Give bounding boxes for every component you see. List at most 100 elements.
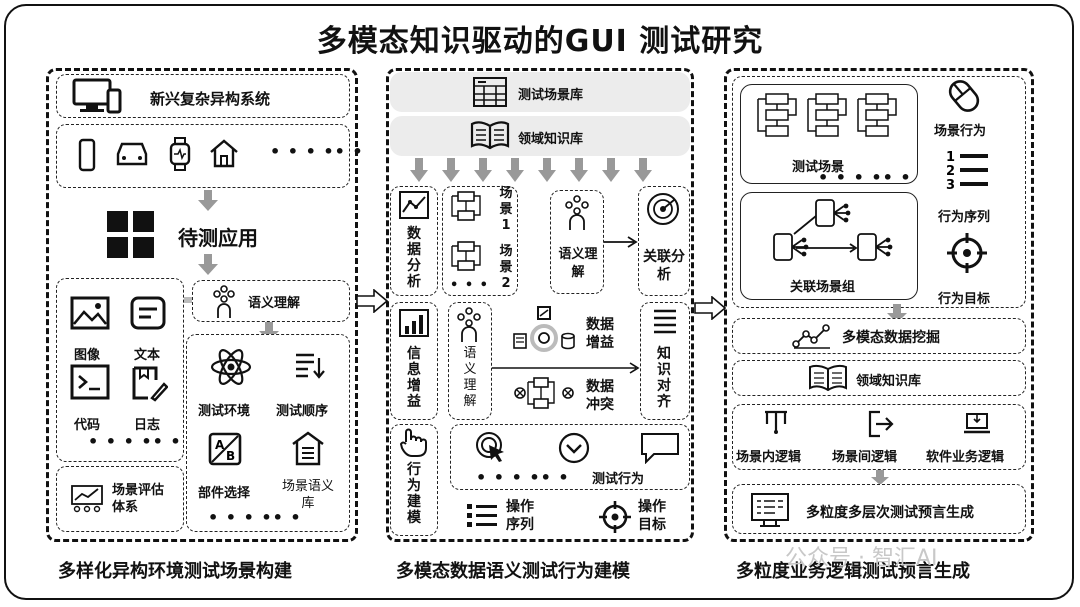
gray-arrows-row (410, 158, 652, 182)
test-env-label: 测试环境 (198, 404, 251, 419)
data-conflict-icon (514, 377, 574, 409)
scenes-box (442, 186, 518, 296)
watch-icon (169, 137, 191, 171)
test-behavior-label: 测试行为 (592, 472, 645, 487)
system-label: 新兴复杂异构系统 (150, 90, 271, 108)
mid-semantic-text: 语义理解 (558, 247, 598, 280)
devices-more-dots: • • • •• • (270, 142, 364, 161)
scenario-lib-label: 场景语义库 (280, 478, 336, 512)
arrow-down-icon (198, 190, 218, 211)
component-select-label: 部件选择 (198, 486, 251, 501)
scenario-flows-icon (757, 93, 897, 137)
op-target-label: 操作目标 (638, 498, 678, 534)
database-table-icon (473, 77, 507, 107)
home-icon (210, 139, 238, 168)
arrow-down-icon (871, 470, 889, 485)
arrow-down-icon (198, 254, 218, 275)
image-icon (70, 296, 110, 330)
monitor-list-icon (751, 493, 789, 527)
related-group-label: 关联场景组 (790, 280, 856, 295)
data-analysis-label: 数据分析 (407, 226, 421, 290)
brain-network-icon (565, 195, 589, 230)
semantic2-box (448, 302, 492, 420)
hierarchy-icon (765, 410, 787, 434)
right-panel (724, 68, 1034, 542)
scenario-eval-label: 场景评估体系 (112, 482, 172, 516)
code-icon (70, 364, 110, 400)
crosshair-icon (599, 501, 631, 533)
related-scenarios-icon (773, 199, 893, 261)
arrow-right-icon (492, 362, 640, 374)
atom-icon (210, 349, 252, 385)
flowchart-icon (451, 191, 481, 221)
click-target-icon (476, 432, 504, 462)
app-label: 待测应用 (178, 226, 258, 250)
middle-footer: 多模态数据语义测试行为建模 (396, 561, 630, 582)
library-house-icon (292, 431, 324, 466)
knowledge-lib-box (390, 116, 690, 156)
data-conflict-label: 数据冲突 (586, 378, 620, 414)
line-chart-icon (399, 191, 429, 219)
scenario-lib-box (390, 72, 690, 112)
relation-analysis-box (638, 186, 690, 296)
chat-bubble-icon (641, 433, 679, 464)
scenario-more-dots: • • • •• • (818, 168, 912, 187)
devices-box (56, 124, 350, 188)
open-book-icon (470, 121, 510, 150)
middle-panel (386, 68, 694, 542)
software-laptop-icon (964, 413, 990, 434)
behavior-model-label: 行为建模 (407, 462, 421, 526)
brain-network-icon (457, 307, 481, 342)
data-trend-icon (792, 324, 830, 349)
svg-text:3: 3 (946, 178, 955, 192)
svg-text:1: 1 (946, 150, 955, 165)
knowledge-align-label: 知识对齐 (657, 346, 671, 410)
car-icon (116, 142, 148, 166)
data-gain-label: 数据增益 (586, 316, 620, 352)
data-gain-icon (513, 306, 575, 352)
behavior-sequence-label: 行为序列 (938, 210, 991, 225)
multimodal-mining-label: 多模态数据挖掘 (842, 330, 940, 346)
lines-icon (654, 309, 676, 334)
log-icon (132, 366, 168, 402)
watermark: 公众号 · 智汇AI (785, 546, 938, 571)
scene1-label: 场景1 (499, 186, 513, 233)
bar-chart-icon (399, 309, 429, 337)
right-footer: 多粒度业务逻辑测试预言生成 (736, 561, 970, 582)
arrow-down-icon (259, 322, 279, 341)
right-knowledge-box (732, 360, 1026, 396)
mid-scenario-lib-label: 测试场景库 (518, 88, 584, 103)
chevron-down-circle-icon (558, 432, 590, 464)
behavior-more-dots: • • • •• • (476, 468, 570, 487)
numbered-list-icon: 123 (946, 150, 988, 192)
mid-semantic-box (550, 190, 604, 294)
logic-between-label: 场景间逻辑 (832, 450, 898, 465)
phone-icon (78, 138, 96, 172)
scenario-lib-text: 场景语义库 (281, 479, 334, 511)
right-knowledge-label: 领域知识库 (856, 374, 922, 389)
test-order-label: 测试顺序 (276, 404, 329, 419)
mid-knowledge-lib-label: 领域知识库 (518, 132, 584, 147)
sort-list-icon (296, 353, 325, 379)
open-book-icon (809, 364, 847, 392)
input-log-label: 日志 (134, 418, 161, 433)
mid-semantic-label: 语义理解 (558, 246, 598, 282)
pointer-hand-icon (399, 428, 427, 457)
ab-switch-icon: AB (208, 432, 242, 466)
big-arrow-right-icon (356, 289, 388, 313)
big-arrow-right-icon (694, 296, 726, 320)
scene2-label: 场景2 (499, 244, 513, 291)
op-sequence-label: 操作序列 (506, 498, 546, 534)
info-gain-label: 信息增益 (407, 346, 421, 410)
arrow-down-icon (887, 304, 907, 323)
elements-more-dots: • • • •• • (208, 508, 302, 527)
semantic-label: 语义理解 (248, 296, 301, 311)
flowchart-icon (451, 241, 481, 271)
svg-text:A: A (215, 438, 225, 452)
semantic2-label: 语义理解 (463, 346, 477, 409)
logic-in-label: 场景内逻辑 (736, 450, 802, 465)
oracle-box (732, 484, 1026, 534)
behavior-model-box (390, 424, 438, 536)
mining-box (732, 318, 1026, 354)
svg-text:B: B (226, 449, 235, 463)
